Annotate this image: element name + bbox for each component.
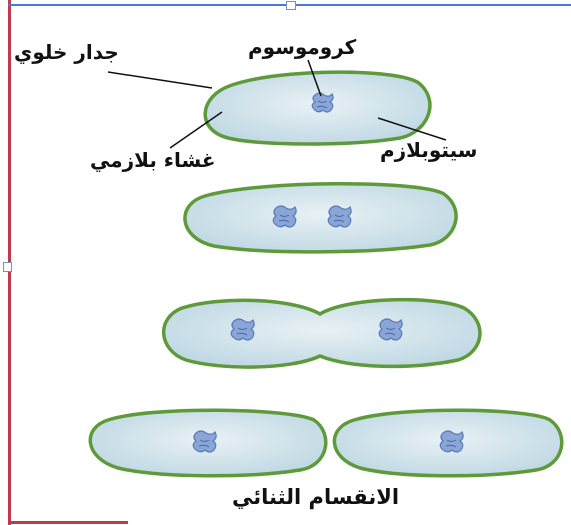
chromosome-icon [311, 92, 334, 113]
stage-2-cell [183, 182, 458, 254]
cell-wall [162, 297, 482, 369]
chromosome-icon [272, 205, 297, 228]
label-cell-wall: جدار خلوي [14, 40, 119, 64]
stage-4-left-cell [88, 408, 328, 478]
frame-handle-left [3, 262, 12, 272]
frame-handle-top [286, 1, 296, 10]
chromosome-icon [439, 430, 464, 453]
chromosome-icon [327, 205, 352, 228]
stage-4-right-cell [332, 408, 564, 478]
leader-line-plasma-membrane [169, 111, 223, 149]
leader-line-cell-wall [107, 71, 213, 89]
chromosome-icon [378, 318, 403, 341]
leader-line-chromosome [307, 59, 322, 97]
diagram-caption: الانقسام الثنائي [232, 485, 400, 509]
label-plasma-membrane: غشاء بلازمي [90, 148, 216, 172]
label-chromosome: كروموسوم [248, 35, 357, 59]
frame-bottom-border [8, 521, 128, 524]
cell-wall [183, 182, 458, 254]
label-cytoplasm: سيتوبلازم [380, 138, 478, 162]
chromosome-icon [192, 430, 217, 453]
stage-3-cell [162, 297, 482, 369]
stage-1-cell [203, 70, 432, 146]
leader-line-cytoplasm [377, 117, 447, 141]
chromosome-icon [230, 318, 255, 341]
